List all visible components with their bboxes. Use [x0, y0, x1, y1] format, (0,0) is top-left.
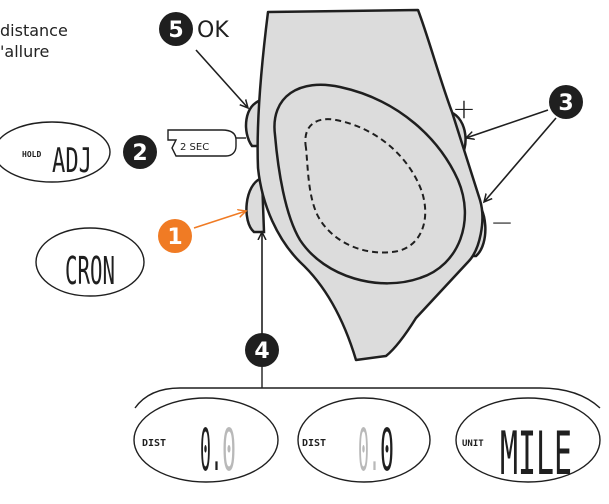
lcd-dist-b	[297, 397, 431, 483]
badge-4-number: 4	[254, 339, 269, 364]
callout-adjust: HOLD ADJ 2 2 SEC	[0, 121, 246, 183]
callout-chrono: CRON 1	[35, 211, 246, 297]
badge-3-number: 3	[558, 91, 573, 116]
minus-arrow	[484, 117, 557, 202]
lcd-adj-text: ADJ	[52, 141, 92, 181]
watch-screen-outline	[304, 118, 427, 254]
ok-label: OK	[197, 18, 229, 43]
plus-arrow	[466, 109, 549, 138]
display-bracket	[134, 387, 601, 409]
lcd-dist-b-label: DIST	[302, 438, 326, 449]
caption-text: distance 'allure	[0, 20, 68, 62]
lcd-hold-adj	[0, 121, 111, 183]
badge-5-number: 5	[168, 18, 183, 43]
badge-5	[159, 12, 193, 46]
badge-1-number: 1	[167, 225, 182, 250]
lcd-dist-a-int: 0.	[200, 416, 222, 484]
badge-3	[549, 85, 583, 119]
watch	[244, 8, 487, 362]
badge-4	[245, 333, 279, 367]
badge-2-number: 2	[132, 141, 147, 166]
callout-plus-minus: 3 + −	[452, 85, 583, 239]
badge-2	[123, 135, 157, 169]
pointing-hand-icon	[167, 129, 246, 157]
lcd-cron	[35, 227, 145, 297]
lcd-dist-a-label: DIST	[142, 438, 166, 449]
lcd-unit-label: UNIT	[462, 439, 484, 449]
caption-line-1: distance	[0, 21, 68, 40]
lcd-dist-a-dec: 0	[222, 416, 236, 484]
ok-arrow	[195, 49, 248, 108]
chrono-arrow	[193, 211, 246, 229]
callout-ok: 5 OK	[159, 12, 248, 108]
lcd-dist-b-int: 0.	[358, 416, 380, 484]
watch-bezel	[273, 83, 467, 285]
lcd-hold-label: HOLD	[22, 150, 41, 159]
minus-label: −	[490, 206, 513, 239]
lcd-unit	[455, 397, 601, 483]
lcd-dist-a	[133, 397, 279, 483]
callout-display: 4 DIST 0. 0 DIST 0. 0 UNIT MILE	[133, 232, 601, 489]
lcd-mile-text: MILE	[500, 419, 572, 489]
lcd-dist-b-dec: 0	[380, 416, 394, 484]
plus-label: +	[452, 92, 475, 125]
caption-line-2: 'allure	[0, 42, 50, 61]
badge-1	[158, 219, 192, 253]
hold-duration: 2 SEC	[180, 142, 209, 153]
lcd-cron-text: CRON	[65, 249, 115, 293]
